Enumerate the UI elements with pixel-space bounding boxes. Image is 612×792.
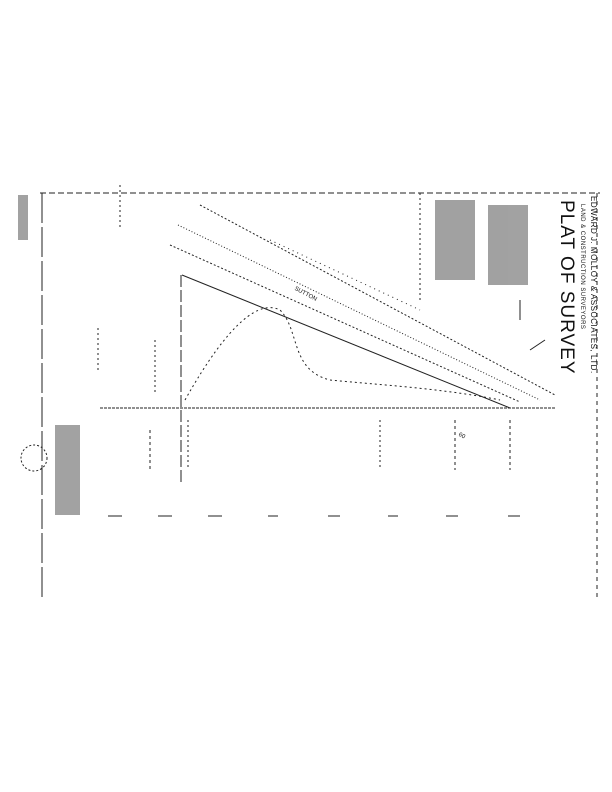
notes-text-blocks	[18, 195, 528, 515]
row-line-4	[269, 239, 421, 311]
row-line-2	[177, 224, 541, 401]
surveyor-seal	[20, 444, 48, 472]
row-line-1	[199, 204, 556, 396]
document-title: PLAT OF SURVEY	[556, 200, 577, 375]
firm-subtitle: LAND & CONSTRUCTION SURVEYORS	[579, 204, 585, 330]
firm-name: EDWARD J. MOLLOY & ASSOCIATES, LTD.	[589, 196, 598, 374]
north-arrow	[529, 339, 546, 351]
contour-curve	[184, 307, 501, 401]
lot-line-diagonal	[181, 274, 511, 409]
